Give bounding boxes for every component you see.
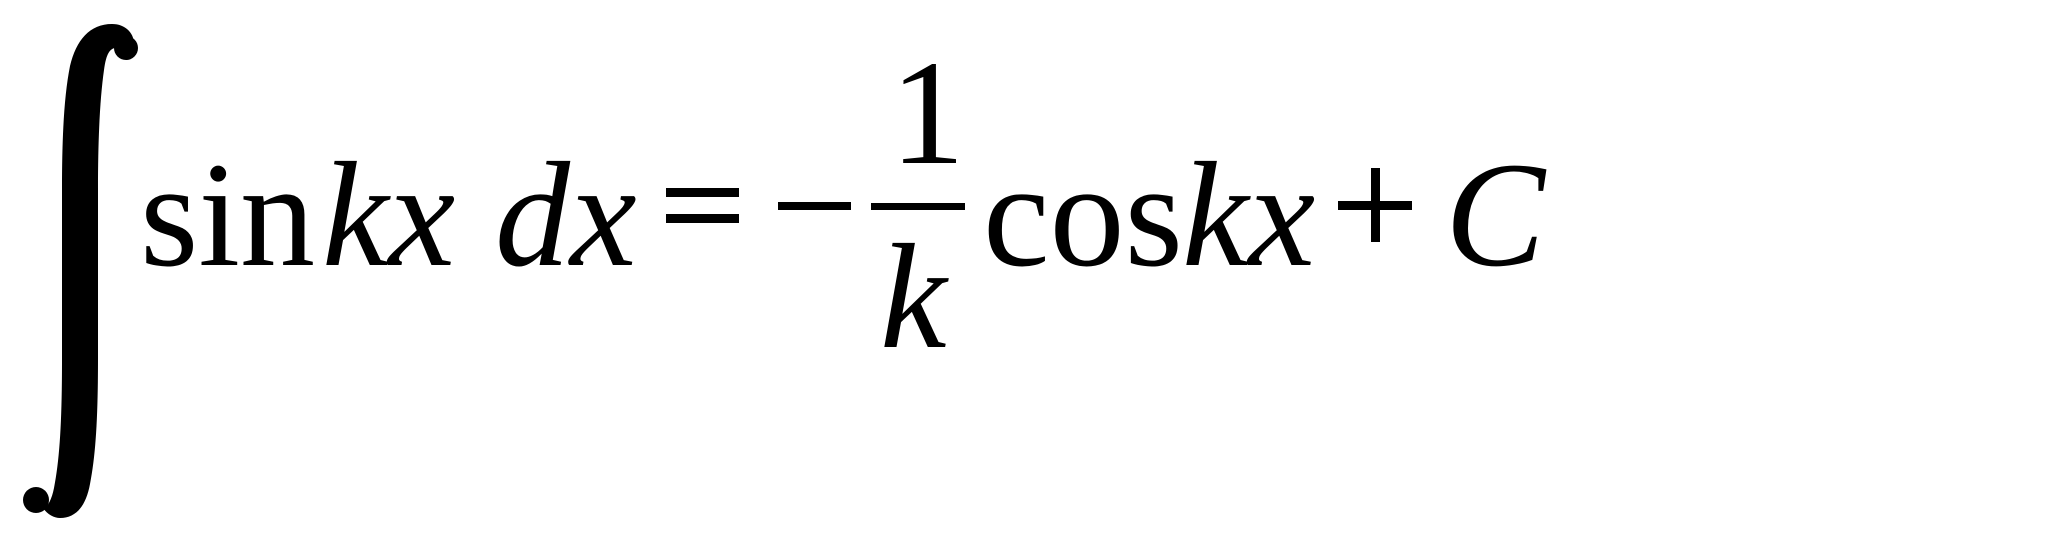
equals-bar-top <box>666 188 739 197</box>
differential: dx <box>495 132 637 298</box>
integral-sign-icon <box>23 24 138 518</box>
minus-sign <box>778 202 851 210</box>
sin-function: sin <box>140 132 316 298</box>
fraction-bar <box>871 203 965 210</box>
constant-c: C <box>1445 132 1546 298</box>
fraction-numerator: 1 <box>890 30 965 196</box>
plus-vertical <box>1371 168 1380 242</box>
fraction-denominator: k <box>880 214 947 380</box>
cos-function: cos <box>983 132 1183 298</box>
equals-bar-bottom <box>666 214 739 223</box>
integrand-argument: kx <box>322 132 456 298</box>
result-argument: kx <box>1182 132 1316 298</box>
